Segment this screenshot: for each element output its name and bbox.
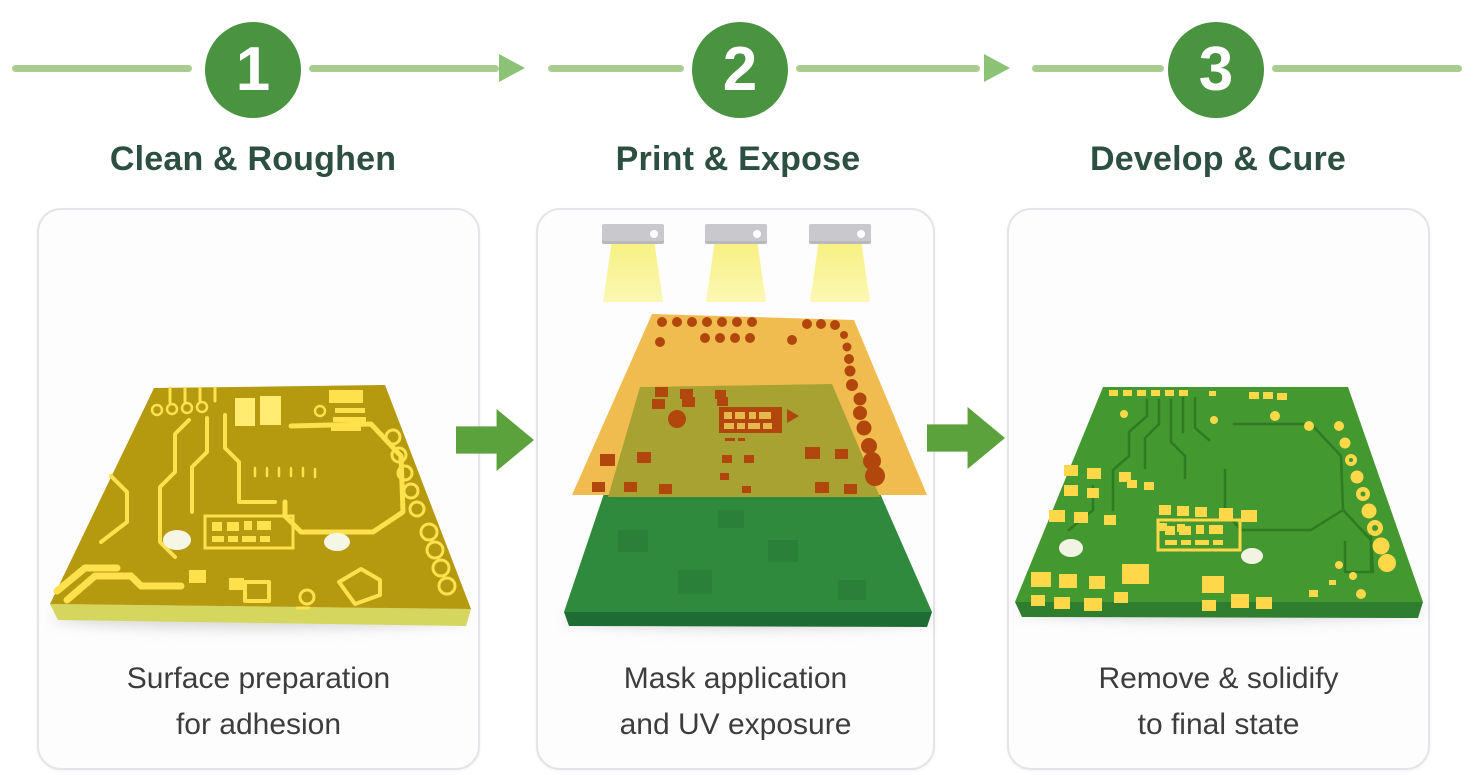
step-2-number: 2 <box>722 35 758 104</box>
uv-lamp-icon <box>809 224 871 244</box>
connector-line <box>548 65 684 72</box>
connector-line <box>1272 65 1462 72</box>
connector-arrowhead-icon <box>984 54 1010 82</box>
caption-line: and UV exposure <box>619 708 852 741</box>
caption-line: for adhesion <box>175 708 342 741</box>
caption-line: Remove & solidify <box>1098 662 1339 695</box>
lamp-dot <box>857 230 865 238</box>
step-2-title: Print & Expose <box>615 140 861 178</box>
connector-line <box>309 65 499 72</box>
step-2-badge: 2 <box>692 22 788 118</box>
flow-arrow-icon <box>927 407 1005 469</box>
connector-line <box>12 65 192 72</box>
step-1-number: 1 <box>235 35 271 104</box>
step-2-card: Mask application and UV exposure <box>536 208 935 770</box>
step-3-badge: 3 <box>1168 22 1264 118</box>
step-3-title: Develop & Cure <box>1090 140 1346 178</box>
board-pads <box>189 390 366 590</box>
uv-lamp-icon <box>602 224 664 244</box>
uv-lamp-icon <box>705 224 767 244</box>
board-base <box>50 385 471 626</box>
lamp-dot <box>753 230 761 238</box>
board-label <box>1156 518 1242 552</box>
pad-centers <box>1349 458 1378 531</box>
board-pads <box>1031 390 1396 611</box>
mask-label-marks <box>724 412 772 429</box>
step-2-caption: Mask application and UV exposure <box>538 656 933 748</box>
caption-line: Surface preparation <box>126 662 391 695</box>
step-3-caption: Remove & solidify to final state <box>1009 656 1428 748</box>
uv-light-beam <box>810 244 870 302</box>
step-1-badge: 1 <box>205 22 301 118</box>
connector-arrowhead-icon <box>499 54 525 82</box>
board-holes <box>1059 539 1263 564</box>
connector-line <box>1032 65 1164 72</box>
step-1-title: Clean & Roughen <box>109 140 397 178</box>
step-3-number: 3 <box>1198 35 1234 104</box>
green-pcb-illustration <box>1015 387 1423 618</box>
step-1-caption: Surface preparation for adhesion <box>39 656 478 748</box>
step-1-card: Surface preparation for adhesion <box>37 208 480 770</box>
board-base <box>1015 387 1423 618</box>
yellow-pcb-illustration <box>50 385 471 626</box>
uv-light-beam <box>603 244 663 302</box>
board-holes <box>163 530 350 551</box>
step-3-card: Remove & solidify to final state <box>1007 208 1430 770</box>
caption-line: Mask application <box>623 662 848 695</box>
board-label <box>203 514 295 550</box>
lamp-dot <box>650 230 658 238</box>
uv-light-beam <box>706 244 766 302</box>
caption-line: to final state <box>1137 708 1300 741</box>
connector-line <box>796 65 980 72</box>
board-traces <box>53 386 457 610</box>
mask-uv-illustration <box>564 314 932 627</box>
